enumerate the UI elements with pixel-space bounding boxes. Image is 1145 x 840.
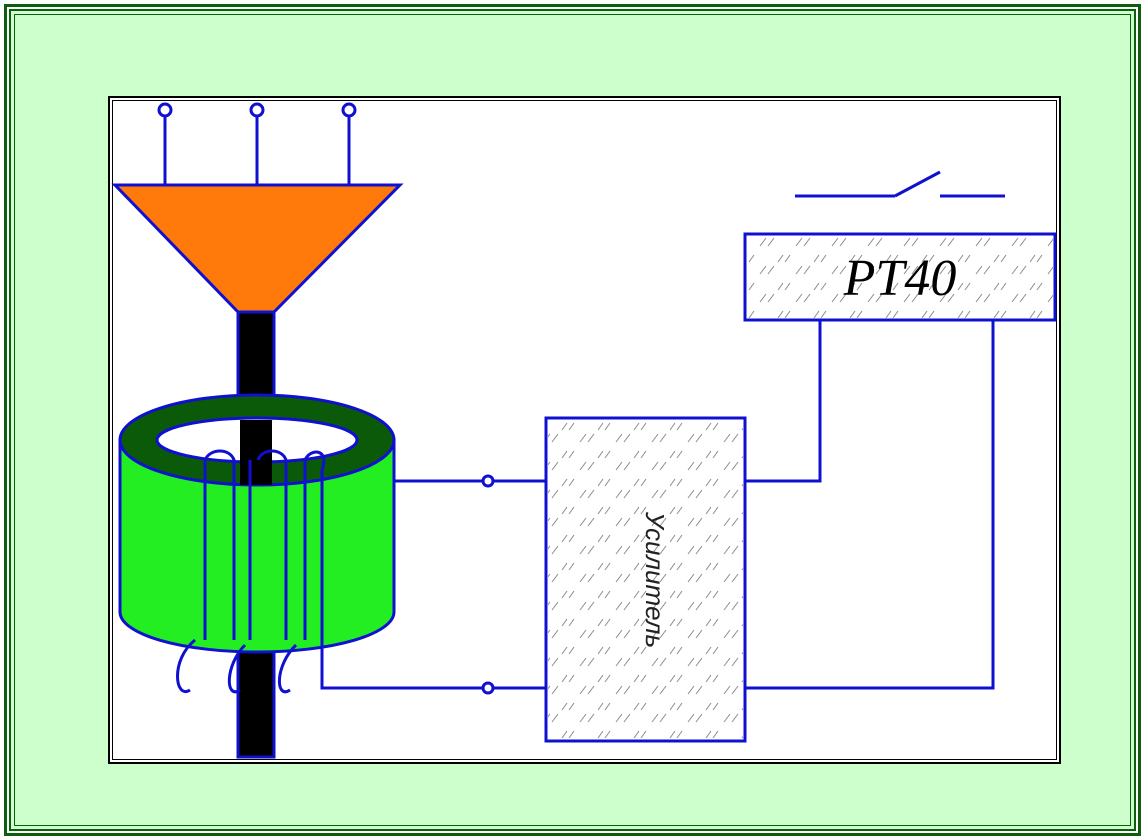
cable-funnel bbox=[111, 183, 404, 314]
phase-terminals bbox=[157, 102, 357, 185]
amplifier-label: Усилитель bbox=[640, 511, 670, 648]
secondary-winding bbox=[176, 449, 326, 694]
amplifier-block: Усилитель bbox=[544, 416, 747, 743]
amp-output-leads bbox=[745, 320, 995, 690]
relay-contact bbox=[795, 170, 1005, 198]
terminal-a bbox=[157, 102, 173, 118]
terminal-b bbox=[249, 102, 265, 118]
ct-leads bbox=[320, 479, 546, 690]
relay-block: PT40 bbox=[743, 232, 1057, 322]
inner-frame-line bbox=[14, 14, 1131, 826]
outer-frame bbox=[4, 4, 1141, 836]
amp-input-terminal-bottom bbox=[481, 681, 495, 695]
current-transformer-core bbox=[118, 393, 396, 654]
amp-input-terminal-top bbox=[481, 474, 495, 488]
terminal-c bbox=[341, 102, 357, 118]
relay-label: PT40 bbox=[843, 250, 957, 307]
